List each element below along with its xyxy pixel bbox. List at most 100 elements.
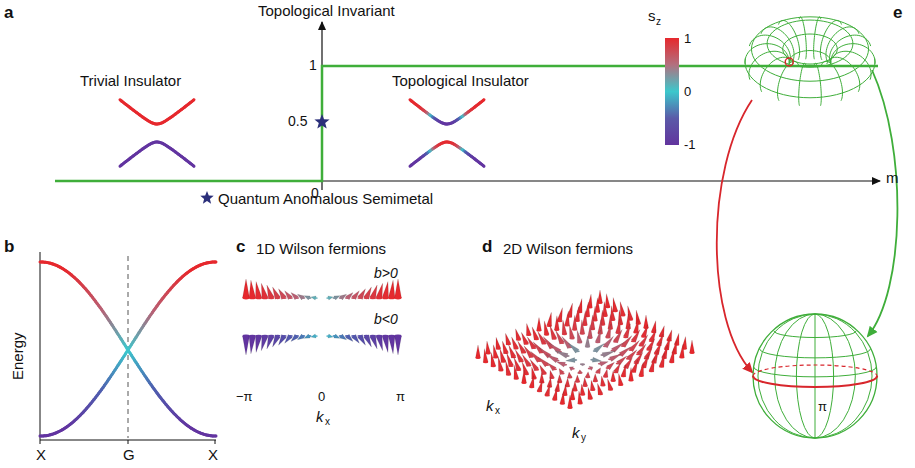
wire bbox=[806, 54, 807, 56]
cone-base bbox=[388, 335, 395, 338]
cone-base bbox=[255, 297, 262, 300]
wire bbox=[838, 47, 840, 48]
spin-cone bbox=[509, 345, 516, 358]
cone-base bbox=[639, 375, 644, 377]
wire bbox=[797, 20, 801, 22]
wire bbox=[826, 60, 828, 61]
spin-cone bbox=[621, 336, 632, 348]
wire bbox=[804, 31, 805, 33]
wire bbox=[804, 50, 806, 51]
wire bbox=[774, 44, 776, 46]
wire bbox=[858, 83, 862, 86]
wire bbox=[782, 32, 784, 33]
wire bbox=[798, 52, 800, 54]
wire bbox=[830, 50, 832, 52]
axis-label: k bbox=[316, 409, 324, 424]
wire bbox=[824, 61, 826, 63]
wire bbox=[750, 41, 752, 43]
wire bbox=[752, 40, 753, 41]
spin-cone bbox=[493, 345, 498, 358]
wire bbox=[828, 18, 834, 19]
wire bbox=[813, 49, 814, 51]
spin-cone bbox=[598, 383, 603, 395]
cone-base bbox=[565, 355, 570, 357]
wire bbox=[796, 96, 803, 98]
wire bbox=[826, 60, 828, 62]
wire bbox=[846, 36, 848, 38]
wire bbox=[874, 62, 875, 66]
spin-cone bbox=[605, 294, 610, 308]
wire bbox=[817, 18, 818, 20]
wire bbox=[806, 53, 807, 55]
wire bbox=[810, 50, 812, 51]
wire bbox=[830, 59, 832, 61]
wire bbox=[840, 80, 842, 82]
tick-label: G bbox=[123, 447, 135, 462]
cone-base bbox=[307, 297, 312, 299]
wire bbox=[863, 58, 865, 60]
spin-cone bbox=[649, 358, 655, 372]
wire bbox=[853, 86, 858, 89]
wire bbox=[806, 20, 810, 21]
wire bbox=[828, 59, 830, 60]
wire bbox=[789, 22, 793, 23]
cone-base bbox=[583, 385, 588, 387]
wire bbox=[785, 51, 786, 53]
cone-base bbox=[547, 325, 552, 327]
spin-cone bbox=[580, 320, 585, 334]
spin-cone bbox=[613, 330, 622, 343]
wire bbox=[852, 41, 853, 43]
axes-b bbox=[40, 252, 216, 444]
wire bbox=[858, 77, 860, 79]
wire bbox=[801, 68, 802, 70]
cone-base bbox=[577, 342, 582, 344]
wire bbox=[792, 79, 798, 81]
wire bbox=[825, 53, 826, 55]
wire bbox=[806, 50, 808, 51]
wire bbox=[804, 16, 810, 17]
wire bbox=[767, 71, 771, 73]
wire bbox=[814, 66, 818, 67]
cone-base bbox=[588, 398, 593, 400]
wire bbox=[793, 65, 797, 67]
tick-label: 0.5 bbox=[288, 114, 307, 128]
cone-base bbox=[628, 349, 633, 351]
wire bbox=[858, 32, 860, 33]
wire bbox=[806, 51, 807, 53]
wire bbox=[781, 77, 786, 79]
spin-cone bbox=[569, 343, 580, 353]
wire bbox=[786, 18, 792, 19]
spin-cone bbox=[516, 329, 522, 341]
tick-label: π bbox=[396, 390, 405, 403]
wire bbox=[848, 62, 850, 63]
wire bbox=[848, 89, 853, 91]
cone-base bbox=[567, 377, 572, 379]
wire bbox=[824, 33, 826, 35]
band-segment bbox=[192, 164, 196, 167]
torus-wireframe bbox=[745, 17, 875, 106]
wire bbox=[816, 17, 822, 19]
wire bbox=[788, 39, 790, 40]
wire bbox=[840, 46, 842, 47]
wire bbox=[799, 84, 800, 86]
cone-base bbox=[483, 361, 488, 363]
cone-base bbox=[568, 407, 573, 409]
tick-label: 1 bbox=[309, 58, 317, 72]
spin-cone bbox=[662, 345, 668, 358]
wire bbox=[763, 52, 765, 54]
wire bbox=[761, 35, 763, 36]
wire bbox=[846, 51, 848, 52]
wire bbox=[829, 62, 831, 64]
cone-row bbox=[243, 279, 402, 300]
wire bbox=[749, 68, 751, 70]
cone-base bbox=[613, 310, 618, 312]
spin-cone bbox=[618, 373, 623, 385]
wire bbox=[874, 66, 875, 70]
wire bbox=[839, 59, 842, 61]
spin-cone bbox=[633, 319, 638, 333]
spin-cone bbox=[249, 336, 256, 354]
spin-cone bbox=[567, 372, 572, 378]
spin-cone bbox=[603, 369, 608, 377]
cone-base bbox=[529, 386, 534, 388]
spin-cone bbox=[550, 370, 555, 378]
